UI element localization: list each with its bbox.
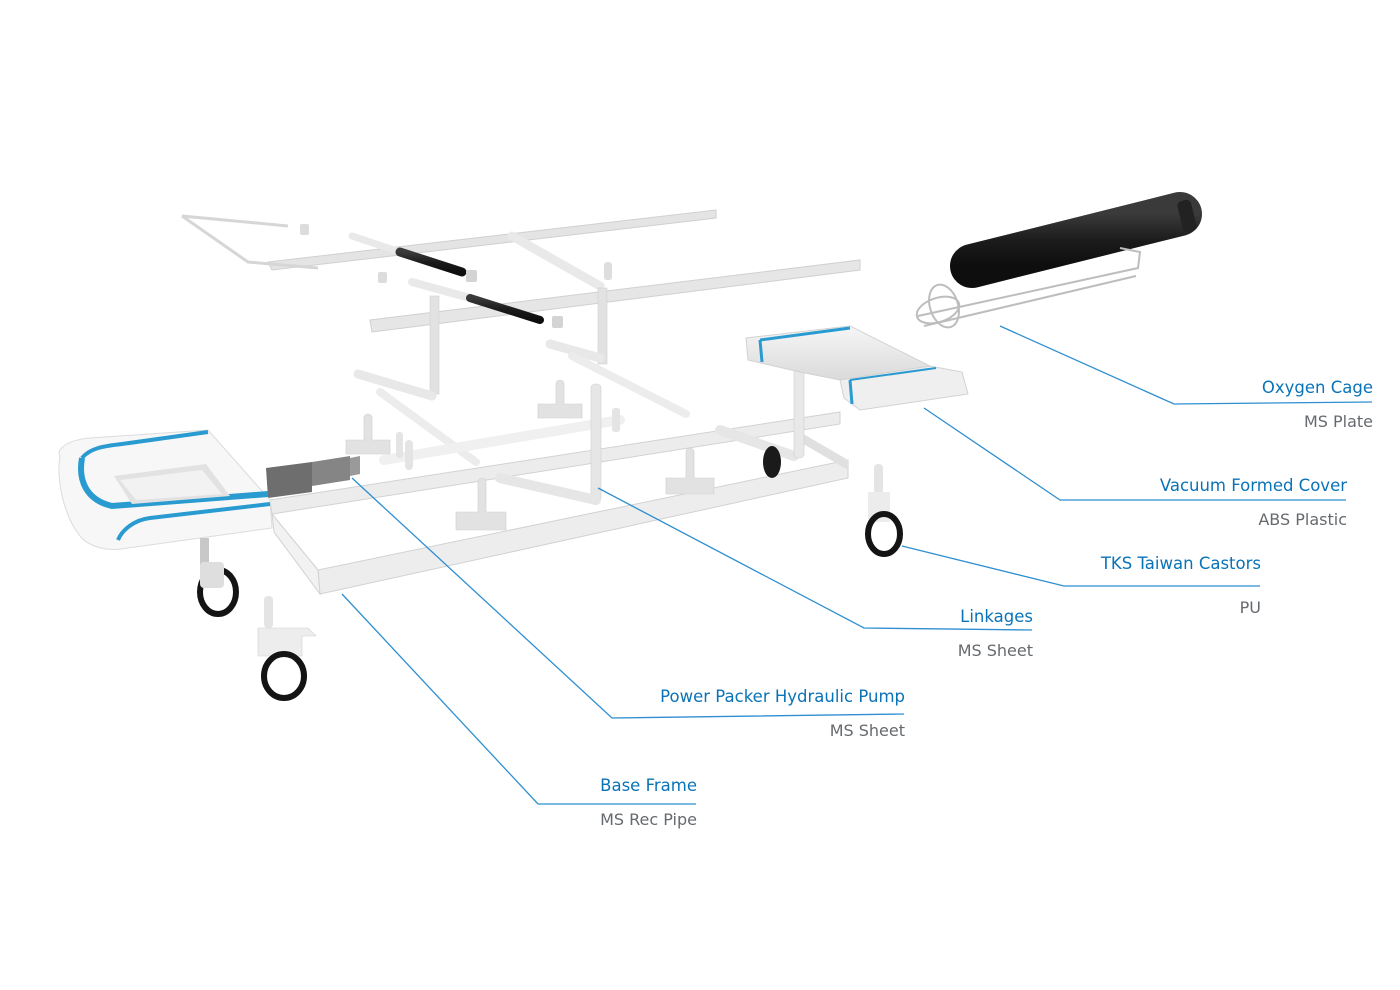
callout-material: MS Sheet — [957, 641, 1033, 660]
leader-hydraulic-pump — [351, 477, 905, 719]
callout-title: TKS Taiwan Castors — [1100, 554, 1261, 573]
callout-castors: TKS Taiwan Castors PU — [1101, 554, 1261, 618]
callout-title: Base Frame — [600, 776, 697, 795]
leader-base-frame — [341, 593, 696, 805]
callout-material: MS Rec Pipe — [600, 810, 697, 829]
leader-vacuum-formed-cover — [923, 407, 1346, 501]
callout-title: Linkages — [960, 607, 1033, 626]
leader-oxygen-cage — [999, 325, 1373, 405]
top-frame — [181, 209, 861, 466]
callout-oxygen-cage: Oxygen Cage MS Plate — [1262, 378, 1373, 432]
callout-material: MS Plate — [1303, 412, 1373, 431]
oxygen-cage — [915, 192, 1202, 329]
callout-vacuum-formed-cover: Vacuum Formed Cover ABS Plastic — [1160, 476, 1347, 530]
callout-hydraulic-pump: Power Packer Hydraulic Pump MS Sheet — [660, 687, 905, 741]
callout-title: Power Packer Hydraulic Pump — [660, 687, 905, 706]
hydraulic-pump — [266, 456, 360, 498]
base-frame — [269, 345, 849, 596]
castor-right — [865, 464, 903, 557]
callout-material: PU — [1239, 598, 1261, 617]
castor-rear — [257, 596, 317, 701]
callout-linkages: Linkages MS Sheet — [958, 607, 1033, 661]
leader-castors — [901, 545, 1260, 587]
leader-linkages — [597, 487, 1033, 631]
leader-lines — [341, 325, 1373, 805]
callout-title: Oxygen Cage — [1261, 378, 1373, 397]
callout-base-frame: Base Frame MS Rec Pipe — [600, 776, 697, 830]
callout-material: MS Sheet — [829, 721, 905, 740]
callout-material: ABS Plastic — [1258, 510, 1347, 529]
castor-front — [197, 538, 239, 617]
head-end-cover — [58, 429, 273, 550]
callout-title: Vacuum Formed Cover — [1159, 476, 1347, 495]
vacuum-formed-cover — [745, 325, 969, 411]
